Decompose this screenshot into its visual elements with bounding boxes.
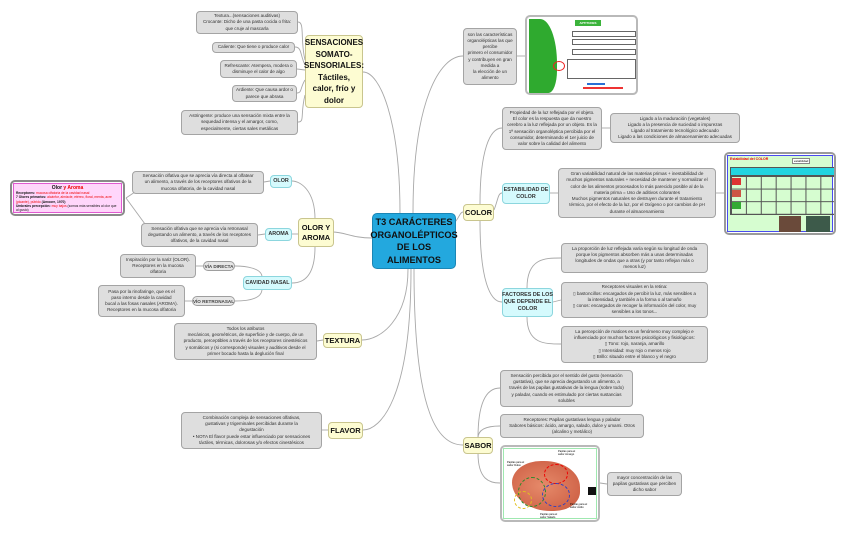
color-linked-factors[interactable]: Ligado a la maduración (vegetales) Ligad… xyxy=(610,113,740,143)
sabor-concentracion[interactable]: mayor concentración de las papilas gusta… xyxy=(607,472,682,496)
note-umbrales-rest: (somos más sensibles al olor que al gust… xyxy=(16,203,117,213)
subtopic-estabilidad-de-color[interactable]: ESTABILIDAD DE COLOR xyxy=(502,183,550,204)
face-silhouette-icon xyxy=(529,19,557,93)
aptitudes-title: APTITUDES xyxy=(575,20,601,26)
note-title-aroma: Aroma xyxy=(67,185,84,191)
topic-olor-y-aroma[interactable]: OLOR Y AROMA xyxy=(298,218,334,247)
via-retronasal[interactable]: VÍO RETRONASAL xyxy=(192,296,235,306)
somato-textura-crocante[interactable]: Textura...(sensaciones auditivas) Crocan… xyxy=(196,11,298,34)
link-note-aroma xyxy=(125,197,146,225)
link-sabor-1 xyxy=(477,387,501,439)
factor-percepcion-matices[interactable]: La percepción de matices es un fenómeno … xyxy=(561,326,708,363)
subtopic-cavidad-nasal[interactable]: CAVIDAD NASAL xyxy=(243,276,292,290)
link-oa-cavidad xyxy=(291,246,316,284)
note-olores-label: 7 Olores primarios: xyxy=(16,195,47,200)
logo-icon xyxy=(588,487,596,495)
berries-photo-icon xyxy=(779,216,801,232)
food-photo-icon xyxy=(732,190,741,197)
link-somato-3 xyxy=(296,68,306,71)
tongue-label-amargo: Papilas para el sabor Amargo xyxy=(558,450,576,456)
link-center-textura xyxy=(361,268,409,341)
subtopic-factores-color[interactable]: FACTORES DE LOS QUE DEPENDE EL COLOR xyxy=(502,288,553,317)
link-somato-5 xyxy=(297,94,306,123)
link-textura-text xyxy=(316,339,324,342)
food-photo-icon xyxy=(732,178,741,185)
link-center-flavor xyxy=(362,268,412,431)
tongue-label-acido: Papilas para el sabor Ácido xyxy=(570,503,588,509)
factor-receptores-visuales[interactable]: Receptores visuales en la retina: ▯ bast… xyxy=(561,282,708,318)
olor-aroma-note-image[interactable]: Olor y Aroma Receptores: mucosa olfatori… xyxy=(10,180,125,216)
link-cavidad-directa xyxy=(234,265,263,278)
topic-color[interactable]: COLOR xyxy=(463,204,494,221)
note-umbrales-value: muy bajos xyxy=(51,203,67,208)
food-photo-icon xyxy=(732,202,741,209)
tongue-label-dulce: Papilas para el sabor Dulce xyxy=(507,461,525,467)
link-color-estabilidad xyxy=(493,192,503,211)
sabor-receptores[interactable]: Receptores: Papilas gustativas lengua y … xyxy=(500,414,644,438)
color-definition[interactable]: Propiedad de la luz reflejada por el obj… xyxy=(502,107,602,150)
link-cavidad-retro xyxy=(234,288,263,302)
subtopic-olor[interactable]: OLOR xyxy=(270,175,292,188)
somato-refrescante[interactable]: Refrescante: Atempera, modera o disminuy… xyxy=(220,60,297,78)
note-olores-value: alcánfor, almizcle, etéreo, floral, ment… xyxy=(16,195,112,204)
link-tongue-concentration xyxy=(599,482,608,485)
factor-longitud-onda[interactable]: La proporción de luz reflejada varía seg… xyxy=(561,243,708,273)
link-somato-1 xyxy=(297,21,306,61)
via-directa-description[interactable]: Inspiración por la nariz (OLOR). Recepto… xyxy=(120,254,196,278)
note-title-y: y xyxy=(63,185,67,191)
note-umbrales-label: Umbrales percepción: xyxy=(16,203,51,208)
note-receptores-label: Receptores: xyxy=(16,191,36,195)
aroma-description[interactable]: Sensación olfativa que se aprecia vía re… xyxy=(141,223,258,247)
link-center-intro xyxy=(412,55,464,214)
note-olores-ref: (Amoore, 1970) xyxy=(41,199,66,204)
flavor-description[interactable]: Combinación compleja de sensaciones olfa… xyxy=(181,412,322,449)
aptitudes-diagram-image[interactable]: APTITUDES xyxy=(525,15,638,95)
note-receptores-value: mucosa olfatoria de la cavidad nasal xyxy=(35,191,90,195)
tongue-papillae-image[interactable]: Papilas para el sabor Amargo Papilas par… xyxy=(500,445,600,522)
topic-sensaciones-somatosensoriales[interactable]: SENSACIONES SOMATO- SENSORIALES: Táctile… xyxy=(304,35,364,108)
via-directa[interactable]: VÍA DIRECTA xyxy=(203,261,235,271)
table-tag: estabilidad xyxy=(792,158,811,164)
link-aroma-text xyxy=(257,233,266,236)
link-center-sabor xyxy=(413,268,464,446)
link-somato-4 xyxy=(296,79,306,94)
link-center-somato xyxy=(362,71,401,214)
table-title: Estabilidad del COLOR xyxy=(730,157,769,161)
via-retronasal-description[interactable]: Pasa por la rinofaringe, que es el paso … xyxy=(98,285,185,317)
link-oa-olor xyxy=(291,180,316,220)
link-olor-text xyxy=(263,180,271,183)
sabor-definition[interactable]: Sensación percibida por el sentido del g… xyxy=(500,370,633,407)
link-color-definition xyxy=(479,127,503,205)
somato-caliente[interactable]: Caliente: Que tiene o produce calor xyxy=(212,42,295,53)
link-factores-3 xyxy=(526,316,562,345)
topic-sabor[interactable]: SABOR xyxy=(463,437,493,454)
tongue-label-salado: Papilas para el sabor Salado xyxy=(540,513,558,519)
estabilidad-color-table-image[interactable]: Estabilidad del COLOR estabilidad xyxy=(724,152,836,235)
highlight-circle-icon xyxy=(553,61,565,71)
link-factores-1 xyxy=(526,257,562,289)
link-sabor-3 xyxy=(477,452,501,484)
blueberries-photo-icon xyxy=(806,216,830,232)
olor-description[interactable]: Sensación olfativa que se aprecia vía di… xyxy=(132,171,264,194)
topic-flavor[interactable]: FLAVOR xyxy=(328,422,363,439)
somato-astringente[interactable]: Astringente: produce una sensación mixta… xyxy=(181,110,298,135)
textura-description[interactable]: Todos los atributos mecánicos, geométric… xyxy=(174,323,317,360)
link-somato-2 xyxy=(294,46,306,66)
topic-textura[interactable]: TEXTURA xyxy=(323,333,362,348)
subtopic-aroma[interactable]: AROMA xyxy=(265,228,292,241)
intro-description[interactable]: son las características organolépticas l… xyxy=(463,28,517,85)
link-color-factores xyxy=(479,220,503,303)
link-center-olor-aroma xyxy=(331,231,373,239)
link-factores-2 xyxy=(552,299,562,303)
somato-ardiente[interactable]: Ardiente: Que causa ardor o parece que a… xyxy=(232,85,297,102)
central-topic[interactable]: T3 CARÁCTERES ORGANOLÉPTICOS DE LOS ALIM… xyxy=(370,213,458,269)
link-sabor-2 xyxy=(477,425,501,439)
note-title-olor: Olor xyxy=(51,185,63,191)
estabilidad-description[interactable]: Gran variabilidad natural de las materia… xyxy=(558,168,716,218)
